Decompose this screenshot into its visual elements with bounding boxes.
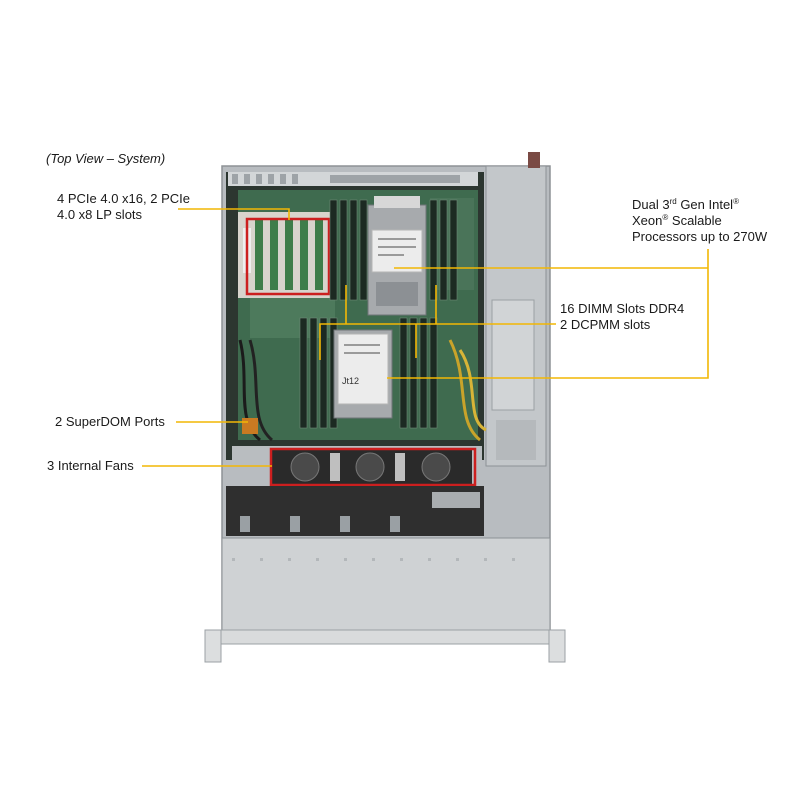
cpu-label-line-2: Xeon® Scalable bbox=[632, 213, 722, 228]
front-handles bbox=[204, 629, 566, 663]
superdom-label: 2 SuperDOM Ports bbox=[55, 414, 165, 429]
pcie-label-line-1: 4 PCIe 4.0 x16, 2 PCIe bbox=[57, 191, 190, 206]
front-bay-panel bbox=[221, 537, 551, 639]
drive-cable-area bbox=[226, 486, 484, 536]
rear-io-brackets bbox=[228, 172, 478, 186]
view-caption: (Top View – System) bbox=[46, 151, 166, 166]
callout-leader-lines bbox=[142, 208, 709, 467]
pcie-label-line-2: 4.0 x8 LP slots bbox=[57, 207, 143, 222]
dimm-slots-label: 16 DIMM Slots DDR4 2 DCPMM slots bbox=[560, 301, 684, 333]
cpu-2-heatsink: Jt12 bbox=[333, 329, 393, 419]
superdom-ports bbox=[242, 418, 258, 434]
cpu-leader-line bbox=[387, 249, 709, 379]
fan-tray bbox=[232, 446, 482, 484]
dimm-leader-line bbox=[319, 323, 556, 360]
cpu-1-heatsink bbox=[367, 196, 427, 316]
pcie-riser bbox=[238, 212, 334, 298]
pcie-leader-line bbox=[178, 208, 290, 220]
cpu-label: Dual 3rd Gen Intel® Xeon® Scalable Proce… bbox=[632, 197, 767, 245]
cpu-label-line-3: Processors up to 270W bbox=[632, 229, 768, 244]
cpu-label-line-1: Dual 3rd Gen Intel® bbox=[632, 197, 739, 212]
cpu-2-marking: Jt12 bbox=[342, 376, 359, 386]
dimm-label-line-1: 16 DIMM Slots DDR4 bbox=[560, 301, 685, 316]
fans-highlight-box bbox=[269, 447, 477, 487]
dimm-label-line-2: 2 DCPMM slots bbox=[560, 317, 651, 332]
pcie-slots-label: 4 PCIe 4.0 x16, 2 PCIe 4.0 x8 LP slots bbox=[57, 191, 190, 223]
pcie-highlight-box bbox=[245, 217, 331, 296]
fans-label: 3 Internal Fans bbox=[47, 458, 134, 473]
power-supply-bay bbox=[485, 152, 547, 467]
